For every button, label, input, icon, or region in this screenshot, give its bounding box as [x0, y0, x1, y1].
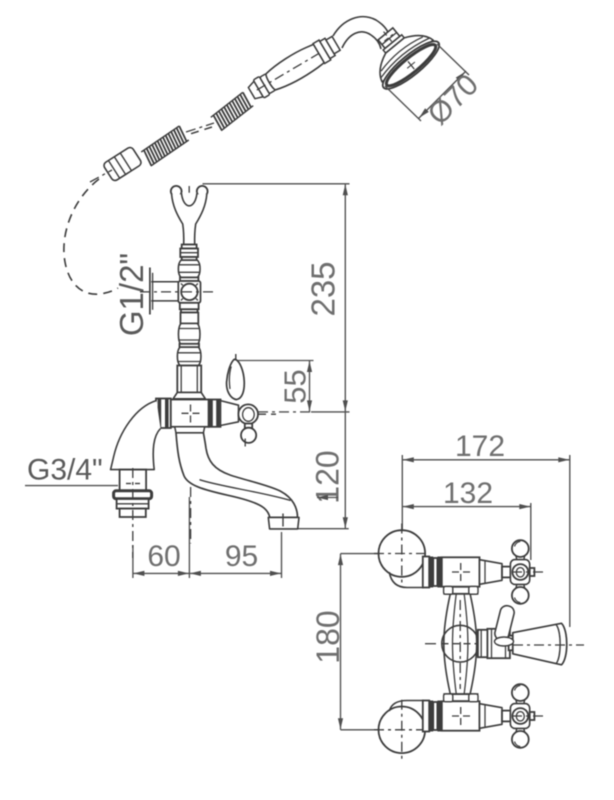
svg-text:172: 172	[455, 430, 505, 463]
svg-text:120: 120	[310, 450, 346, 503]
svg-text:G3/4": G3/4"	[27, 454, 103, 487]
svg-text:95: 95	[225, 540, 258, 573]
svg-text:235: 235	[305, 261, 342, 316]
svg-text:G1/2": G1/2"	[113, 253, 150, 336]
svg-text:55: 55	[278, 369, 313, 403]
svg-text:60: 60	[147, 540, 180, 573]
svg-text:180: 180	[310, 610, 346, 663]
svg-text:132: 132	[443, 477, 493, 510]
